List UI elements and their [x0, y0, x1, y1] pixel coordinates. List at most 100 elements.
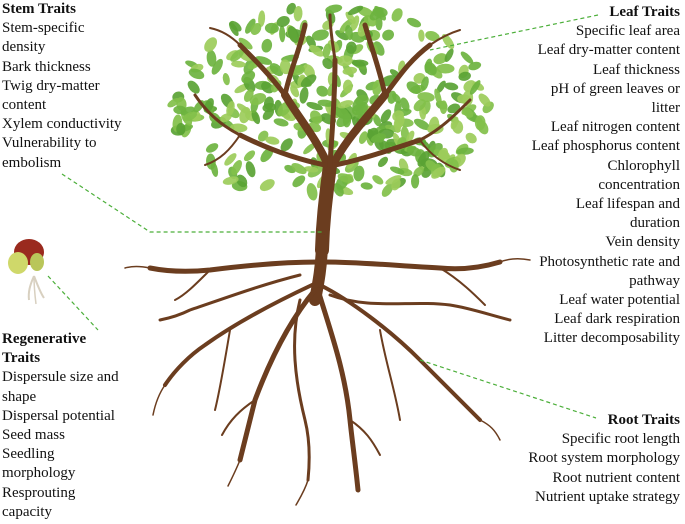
- seedling-icon: [8, 239, 45, 305]
- leaf-shape: [276, 16, 290, 27]
- leaf-shape: [460, 51, 474, 64]
- root-trait-line: Root nutrient content: [552, 469, 680, 486]
- leaf-traits-heading: Leaf Traits: [609, 4, 680, 20]
- leaf-shape: [322, 43, 331, 59]
- leaf-shape: [410, 174, 420, 189]
- leaf-shape: [437, 147, 449, 162]
- leaf-shape: [210, 162, 219, 177]
- leaf-shape: [293, 6, 303, 22]
- leaf-shape: [336, 113, 352, 127]
- regenerative-trait-line: Resprouting: [2, 484, 76, 501]
- leaf-shape: [243, 150, 256, 162]
- leaf-shape: [259, 179, 275, 192]
- regenerative-trait-line: shape: [2, 388, 37, 405]
- leaf-shape: [339, 18, 353, 33]
- leaf-shape: [286, 2, 296, 15]
- leaf-shape: [345, 11, 356, 24]
- leaf-shape: [306, 183, 318, 201]
- leaf-shape: [436, 80, 446, 94]
- leaf-shape: [176, 122, 186, 136]
- leaf-shape: [377, 156, 389, 168]
- leaf-shape: [317, 99, 335, 107]
- leaf-trait-line: Leaf dark respiration: [554, 311, 680, 328]
- leaf-shape: [344, 104, 356, 120]
- leaf-shape: [245, 161, 256, 178]
- leaf-shape: [204, 37, 218, 52]
- leaf-shape: [345, 41, 357, 54]
- leaf-shape: [292, 175, 306, 188]
- stem-trait-line: Bark thickness: [2, 58, 91, 75]
- leaf-shape: [322, 57, 333, 70]
- leaf-shape: [206, 49, 217, 67]
- leaf-shape: [188, 68, 205, 80]
- leaf-shape: [413, 118, 431, 131]
- root-connector: [419, 359, 597, 419]
- leaf-shape: [434, 88, 442, 106]
- leaf-shape: [300, 74, 317, 88]
- leaf-shape: [302, 64, 315, 78]
- leaf-shape: [279, 25, 286, 43]
- leaf-shape: [469, 80, 481, 95]
- stem-trait-line: density: [2, 39, 46, 56]
- leaf-shape: [182, 111, 198, 122]
- leaf-shape: [264, 22, 279, 34]
- leaf-shape: [250, 23, 262, 35]
- leaf-shape: [389, 166, 405, 175]
- leaf-trait-line: Leaf dry-matter content: [537, 42, 680, 59]
- leaf-trait-line: Leaf lifespan and: [575, 196, 680, 213]
- leaf-trait-line: Photosynthetic rate and: [539, 253, 680, 270]
- regenerative-trait-line: morphology: [2, 465, 76, 482]
- leaf-shape: [351, 59, 369, 67]
- leaf-shape: [238, 37, 253, 50]
- connectors: [47, 14, 599, 419]
- root-traits-heading: Root Traits: [607, 412, 680, 428]
- leaf-shape: [335, 30, 349, 41]
- leaf-shape: [231, 60, 246, 68]
- leaf-shape: [372, 6, 388, 18]
- leaf-trait-line: duration: [630, 215, 680, 232]
- leaf-trait-line: Vein density: [605, 234, 680, 251]
- leaf-shape: [355, 94, 369, 106]
- leaf-trait-line: pathway: [629, 272, 680, 289]
- stem-trait-line: Twig dry-matter: [2, 77, 100, 94]
- leaf-shape: [287, 26, 300, 43]
- leaf-trait-line: Litter decomposability: [543, 330, 680, 347]
- leaf-shape: [337, 100, 354, 109]
- leaf-trait-line: Leaf thickness: [592, 61, 680, 78]
- leaf-shape: [279, 59, 292, 75]
- leaf-shape: [311, 29, 329, 41]
- leaf-shape: [468, 61, 482, 71]
- leaf-shape: [447, 103, 461, 114]
- stem-connector: [61, 173, 322, 233]
- leaf-shape: [391, 8, 403, 22]
- leaf-shape: [230, 123, 248, 133]
- leaf-shape: [299, 86, 309, 104]
- leaf-shape: [360, 182, 373, 190]
- leaf-shape: [474, 115, 486, 131]
- leaf-shape: [280, 138, 293, 152]
- leaf-shape: [249, 93, 267, 106]
- leaf-shape: [433, 53, 448, 65]
- stem-traits-block: Stem Traits Stem-specific density Bark t…: [2, 0, 152, 173]
- leaf-shape: [290, 85, 300, 98]
- leaf-shape: [325, 4, 343, 14]
- leaf-shape: [439, 100, 448, 114]
- leaf-trait-line: Leaf nitrogen content: [550, 119, 680, 136]
- regenerative-trait-line: Seedling: [2, 446, 55, 463]
- regenerative-trait-line: Seed mass: [2, 427, 65, 444]
- root-trait-line: Root system morphology: [528, 450, 680, 467]
- leaf-shape: [236, 174, 248, 188]
- leaf-shape: [387, 90, 397, 104]
- stem-trait-line: Vulnerability to: [2, 135, 97, 152]
- leaf-shape: [167, 98, 180, 108]
- root-trait-line: Nutrient uptake strategy: [535, 488, 680, 505]
- root-system: [124, 234, 531, 506]
- regenerative-traits-heading: Traits: [2, 350, 41, 367]
- leaf-shape: [418, 29, 425, 42]
- leaf-shape: [306, 102, 323, 111]
- regen-connector: [47, 275, 99, 331]
- leaf-shape: [222, 176, 239, 185]
- regenerative-traits-heading: Regenerative: [2, 331, 87, 347]
- leaf-shape: [372, 175, 384, 185]
- leaf-shape: [303, 166, 319, 173]
